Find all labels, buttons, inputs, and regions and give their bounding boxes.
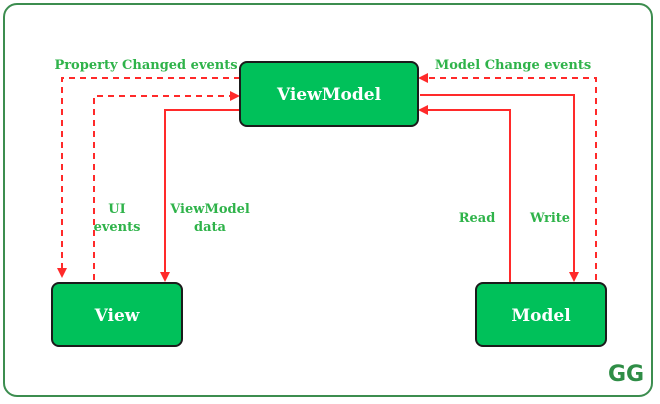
ui-events-label-line2: events: [94, 220, 141, 235]
read-label: Read: [459, 211, 496, 226]
viewmodel-data-label-line1: ViewModel: [169, 202, 250, 217]
property-changed-arrow: [57, 77, 240, 278]
viewmodel-data-arrow: [160, 109, 240, 282]
viewmodel-node: ViewModel: [239, 61, 419, 127]
write-arrow: [420, 94, 579, 282]
view-label: View: [94, 306, 140, 326]
property-changed-label: Property Changed events: [54, 58, 237, 73]
model-change-arrow: [418, 73, 597, 280]
view-node: View: [51, 282, 183, 347]
write-label: Write: [529, 211, 570, 226]
viewmodel-data-label-line2: data: [194, 220, 227, 235]
model-node: Model: [475, 282, 607, 347]
viewmodel-label: ViewModel: [276, 85, 382, 105]
model-change-label: Model Change events: [435, 58, 591, 73]
read-arrow: [418, 105, 511, 282]
model-label: Model: [511, 306, 571, 326]
gfg-logo: GG: [608, 362, 644, 387]
ui-events-arrow: [93, 91, 240, 280]
ui-events-label-line1: UI: [108, 202, 125, 217]
